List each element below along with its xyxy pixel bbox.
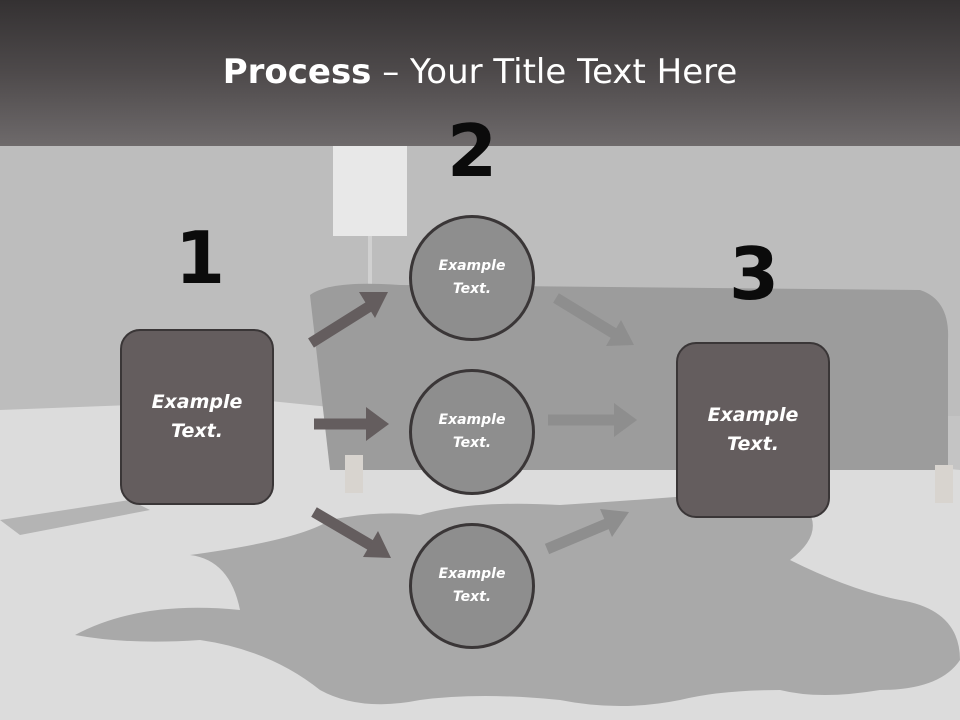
step-2-circle-bottom: Example Text. <box>409 523 535 649</box>
step-1-text: Example Text. <box>151 391 243 442</box>
step-3-text: Example Text. <box>707 404 799 455</box>
step-number-2: 2 <box>446 109 498 193</box>
title-bar <box>0 0 960 146</box>
step-2-circle-bottom-text: Example Text. <box>438 566 506 605</box>
slide-title: Process – Your Title Text Here <box>0 52 960 92</box>
step-2-circle-top: Example Text. <box>409 215 535 341</box>
step-2-circle-middle: Example Text. <box>409 369 535 495</box>
title-rest: – Your Title Text Here <box>371 52 738 92</box>
step-2-circle-top-text: Example Text. <box>438 258 506 297</box>
step-number-1: 1 <box>174 216 226 300</box>
title-bold: Process <box>222 52 372 92</box>
step-3-box: Example Text. <box>676 342 830 518</box>
step-number-3: 3 <box>728 232 780 316</box>
step-1-box: Example Text. <box>120 329 274 505</box>
step-2-circle-middle-text: Example Text. <box>438 412 506 451</box>
